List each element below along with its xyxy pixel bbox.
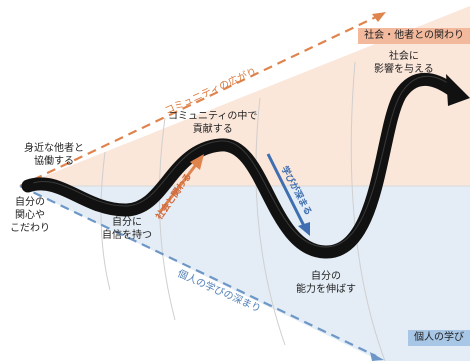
stage-ability-label: 自分の 能力を伸ばす bbox=[296, 271, 356, 295]
start-dot bbox=[22, 180, 34, 192]
personal-zone-tag: 個人の学び bbox=[408, 330, 470, 346]
growth-path-texture bbox=[29, 75, 453, 248]
social-arrow-head bbox=[190, 154, 204, 170]
growth-path-head bbox=[446, 74, 470, 106]
social-arrow-line bbox=[158, 161, 200, 213]
learning-arrow-head bbox=[298, 222, 310, 236]
personal-axis-line bbox=[19, 185, 377, 357]
learning-arrow-line bbox=[266, 153, 306, 227]
personal-zone-bg bbox=[20, 186, 470, 361]
social-zone-tag: 社会・他者との関わり bbox=[358, 28, 470, 44]
community-axis-head bbox=[372, 12, 386, 22]
stage-community-label: コミュニティの中で 貢献する bbox=[168, 111, 258, 135]
stage-confidence-label: 自分に 自信を持つ bbox=[102, 217, 152, 241]
stage-influence-label: 社会に 影響を与える bbox=[374, 51, 434, 75]
stage-start-label: 自分の 関心や こだわり bbox=[10, 197, 50, 234]
personal-axis-head bbox=[370, 352, 384, 361]
community-axis-line bbox=[19, 15, 379, 187]
stage-collab-label: 身近な他者と 協働する bbox=[24, 143, 84, 167]
social-zone-bg bbox=[20, 6, 470, 186]
